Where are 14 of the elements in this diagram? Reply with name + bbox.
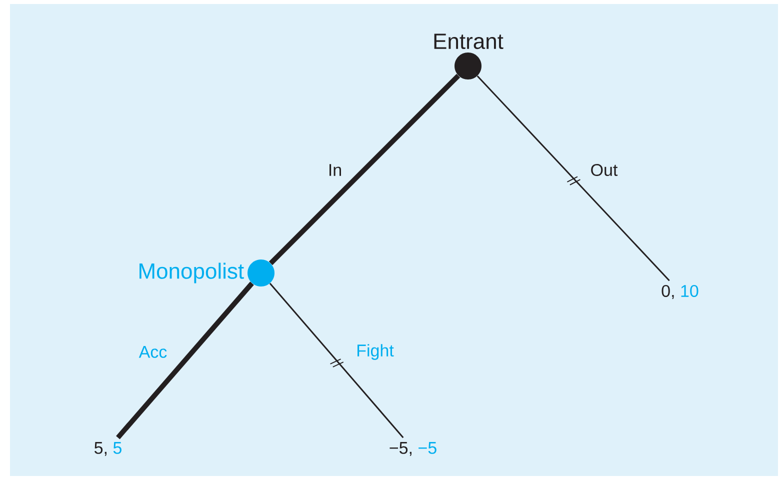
node-label: Entrant <box>434 34 504 50</box>
node-label: Monopolist <box>140 262 244 284</box>
edge-label: Fight <box>355 343 395 361</box>
tree-branch <box>476 75 670 282</box>
tree-branch <box>269 282 404 438</box>
tree-branch <box>116 282 254 440</box>
edge-label: In <box>326 163 344 177</box>
decision-node: Monopolist <box>140 259 274 286</box>
payoff-label: −5, −5 <box>390 442 436 456</box>
payoff-label: 5, 5 <box>94 442 122 456</box>
tree-branch <box>268 74 460 266</box>
edge-label: Acc <box>138 345 168 359</box>
decision-node: Entrant <box>434 34 504 80</box>
payoff-label: 0, 10 <box>662 284 698 300</box>
